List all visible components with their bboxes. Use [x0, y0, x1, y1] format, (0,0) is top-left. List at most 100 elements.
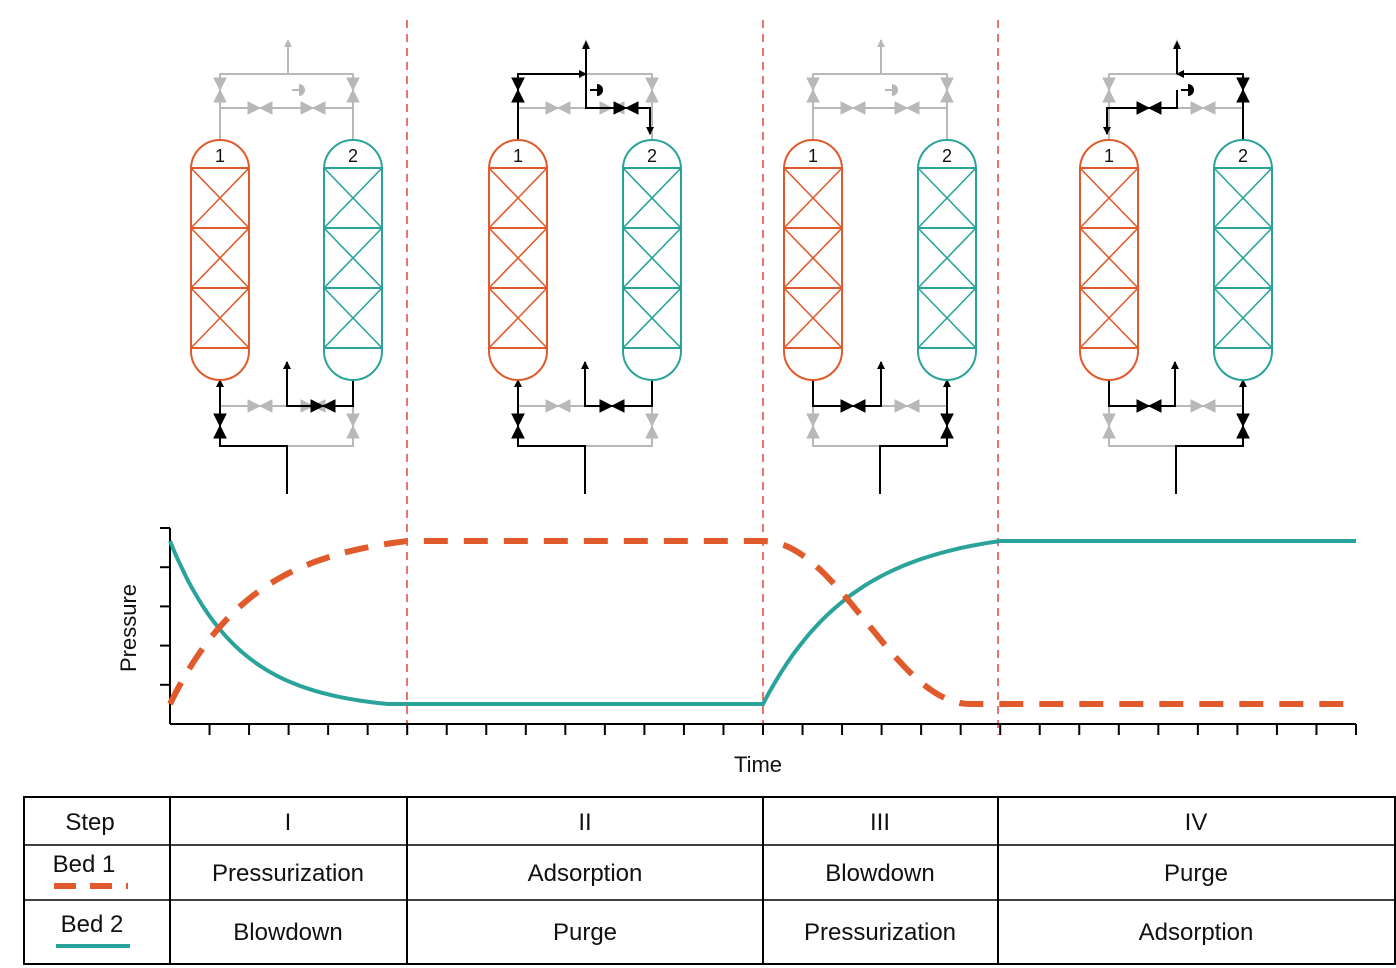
bed2-cell-I: Blowdown	[233, 919, 342, 946]
valve-icon	[645, 77, 659, 103]
step-header-II: II	[578, 809, 591, 836]
valve-icon	[840, 399, 866, 413]
valve-icon	[346, 77, 360, 103]
bed-number-label: 1	[1104, 146, 1114, 166]
bed2-cell-III: Pressurization	[804, 919, 956, 946]
bed1-vessel: 1	[783, 139, 843, 381]
packing-line	[488, 167, 548, 229]
valve-icon	[613, 101, 639, 115]
pipe	[879, 379, 951, 494]
valve-icon	[1236, 413, 1250, 439]
regulator-icon	[892, 84, 898, 96]
valve-icon	[545, 399, 571, 413]
bed2-vessel: 2	[1213, 139, 1273, 381]
valve-icon	[1136, 101, 1162, 115]
y-axis-label: Pressure	[116, 584, 141, 672]
step-header-label: Step	[65, 809, 114, 836]
valve-icon	[346, 413, 360, 439]
valve-icon	[1190, 101, 1216, 115]
vessel-shell	[1213, 139, 1273, 381]
step-header-III: III	[870, 809, 890, 836]
packing-line	[622, 227, 682, 289]
packing-line	[190, 227, 250, 289]
pipe	[514, 379, 586, 494]
packing-line	[190, 167, 250, 229]
valve-icon	[545, 101, 571, 115]
packing-line	[1213, 167, 1273, 229]
valve-icon	[1190, 399, 1216, 413]
regulator-icon	[299, 84, 305, 96]
vessel-shell	[783, 139, 843, 381]
valve-icon	[511, 77, 525, 103]
valve-icon	[300, 101, 326, 115]
packing-line	[783, 227, 843, 289]
valve-icon	[310, 399, 336, 413]
pipe	[283, 361, 354, 407]
valve-icon	[806, 77, 820, 103]
packing-line	[783, 167, 843, 229]
regulator-icon	[597, 84, 603, 96]
bed2-cell-II: Purge	[553, 919, 617, 946]
bed1-vessel: 1	[488, 139, 548, 381]
bed1-pressure-line	[167, 538, 1356, 707]
pipe	[1176, 70, 1244, 140]
packing-line	[323, 287, 383, 349]
valve-icon	[511, 413, 525, 439]
vessel-shell	[190, 139, 250, 381]
valve-icon	[213, 77, 227, 103]
step-table: Step I II III IV Bed 1 Pressurization Ad…	[23, 796, 1396, 965]
valve-icon	[213, 413, 227, 439]
pressure-chart: Pressure Time	[116, 527, 1357, 777]
valve-icon	[247, 399, 273, 413]
packing-line	[190, 287, 250, 349]
bed1-cell-II: Adsorption	[528, 860, 643, 887]
vessel-shell	[622, 139, 682, 381]
packing-line	[622, 167, 682, 229]
bed-number-label: 1	[513, 146, 523, 166]
packing-line	[1079, 287, 1139, 349]
packing-line	[783, 287, 843, 349]
valve-icon	[1102, 77, 1116, 103]
bed1-cell-III: Blowdown	[825, 860, 934, 887]
step-header-I: I	[285, 809, 292, 836]
bed2-vessel: 2	[622, 139, 682, 381]
bed2-cell-IV: Adsorption	[1139, 919, 1254, 946]
packing-line	[622, 287, 682, 349]
valve-icon	[645, 413, 659, 439]
bed1-vessel: 1	[1079, 139, 1139, 381]
pipe	[812, 361, 885, 407]
valve-icon	[840, 101, 866, 115]
step-dividers	[406, 20, 999, 735]
packing-line	[488, 287, 548, 349]
packing-line	[1213, 227, 1273, 289]
valve-icon	[1136, 399, 1162, 413]
valve-icon	[940, 77, 954, 103]
bed1-cell-IV: Purge	[1164, 860, 1228, 887]
valve-icon	[1236, 77, 1250, 103]
bed2-vessel: 2	[917, 139, 977, 381]
packing-line	[917, 227, 977, 289]
packing-line	[917, 287, 977, 349]
vessel-shell	[488, 139, 548, 381]
bed-number-label: 1	[808, 146, 818, 166]
table-border	[23, 796, 1396, 965]
packing-line	[917, 167, 977, 229]
pipe	[216, 379, 288, 494]
bed1-cell-I: Pressurization	[212, 860, 364, 887]
bed-number-label: 2	[942, 146, 952, 166]
valve-icon	[806, 413, 820, 439]
pipe	[1108, 361, 1179, 407]
bed2-row-label: Bed 2	[61, 911, 124, 938]
valve-icon	[247, 101, 273, 115]
x-axis-label: Time	[734, 752, 782, 777]
bed1-vessel: 1	[190, 139, 250, 381]
axis-ticks	[160, 527, 1357, 735]
bed2-vessel: 2	[323, 139, 383, 381]
pipe	[517, 70, 587, 140]
packing-line	[1213, 287, 1273, 349]
valve-icon	[940, 413, 954, 439]
